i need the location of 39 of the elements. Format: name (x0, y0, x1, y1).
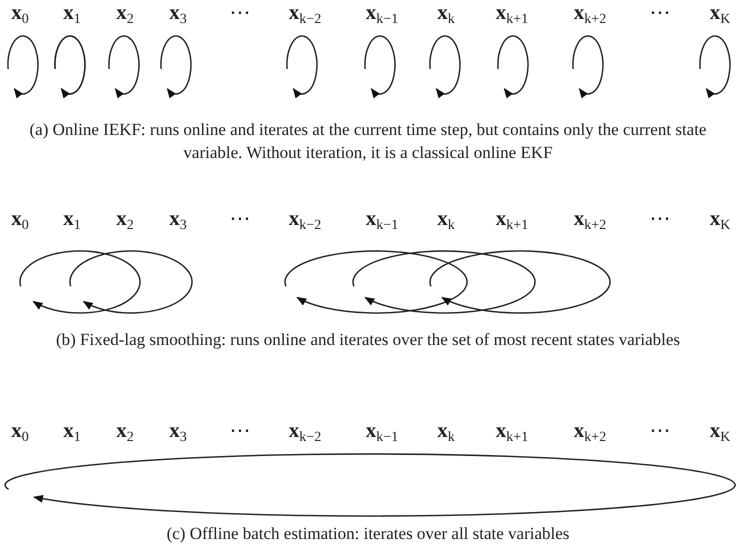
state-variable: x$_{3}$ (169, 2, 187, 27)
state-variable: x$_{k−2}$ (288, 2, 322, 27)
subfigure-caption: (a) Online IEKF: runs online and iterates at the current time step, but contains only the current state variable. Without iteration, it is a classical online EKF (28, 119, 708, 164)
state-variable: x$_{k−1}$ (366, 208, 398, 233)
state-variable: x$_{k−1}$ (366, 2, 398, 27)
state-variable: x$_{1}$ (63, 208, 81, 233)
state-variable: ⋯ (650, 2, 670, 23)
state-variable: x$_{0}$ (11, 2, 29, 27)
state-variable: x$_{K}$ (710, 420, 730, 445)
subfigure-caption: (c) Offline batch estimation: iterates over all state variables (166, 523, 570, 545)
state-variable: x$_{k+2}$ (574, 420, 606, 445)
state-variable: ⋯ (650, 208, 670, 229)
state-variable: x$_{1}$ (63, 420, 81, 445)
state-variable: x$_{k}$ (437, 420, 455, 445)
state-variable: x$_{k−2}$ (288, 420, 322, 445)
state-variable: x$_{1}$ (63, 2, 81, 27)
state-variable: x$_{k−2}$ (288, 208, 322, 233)
state-variable: x$_{2}$ (116, 2, 134, 27)
state-variable: x$_{2}$ (116, 420, 134, 445)
state-variable: x$_{k+2}$ (574, 2, 606, 27)
state-variable: x$_{k+2}$ (574, 208, 606, 233)
state-variable: x$_{k−1}$ (366, 420, 398, 445)
state-variable: x$_{K}$ (710, 208, 730, 233)
state-variable: x$_{3}$ (169, 208, 187, 233)
state-variable: x$_{k+1}$ (496, 2, 528, 27)
state-variable: x$_{k}$ (437, 2, 455, 27)
state-variable: x$_{3}$ (169, 420, 187, 445)
state-variable: ⋯ (650, 420, 670, 441)
state-variable: x$_{2}$ (116, 208, 134, 233)
subfigure-caption: (b) Fixed-lag smoothing: runs online and iterates over the set of most recent states variables (54, 329, 682, 351)
state-variable: x$_{K}$ (710, 2, 730, 27)
state-variable: x$_{k}$ (437, 208, 455, 233)
state-variable: x$_{0}$ (11, 208, 29, 233)
state-variable: ⋯ (230, 420, 250, 441)
state-variable: x$_{0}$ (11, 420, 29, 445)
state-variable: x$_{k+1}$ (496, 208, 528, 233)
state-variable: ⋯ (230, 2, 250, 23)
state-variable: x$_{k+1}$ (496, 420, 528, 445)
state-variable: ⋯ (230, 208, 250, 229)
